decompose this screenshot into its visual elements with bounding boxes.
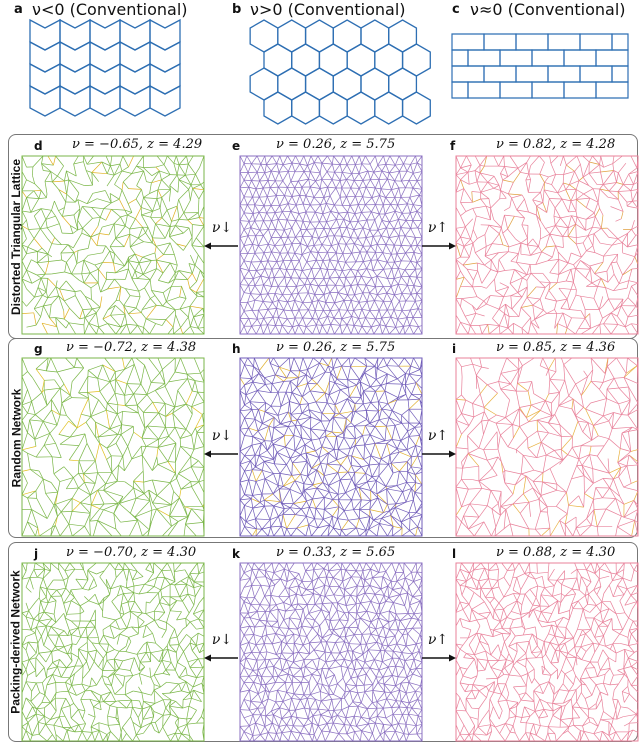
panel-letter-j: j — [34, 547, 39, 561]
panel-title-d: ν = −0.65, z = 4.29 — [72, 137, 203, 152]
panel-letter-g: g — [34, 342, 43, 356]
left-arrow-icon — [204, 654, 238, 662]
arrow-label-left-row1: ν↓ — [211, 220, 233, 236]
right-arrow-icon — [422, 450, 456, 458]
panel-letter-e: e — [232, 139, 241, 153]
left-arrow-icon — [204, 450, 238, 458]
panel-title-g: ν = −0.72, z = 4.38 — [66, 340, 197, 355]
right-arrow-icon — [422, 654, 456, 662]
row-label-text: Distorted Triangular Lattice — [9, 158, 23, 315]
network-i — [455, 357, 639, 537]
panel-letter-l: l — [452, 547, 457, 561]
arrow-left-row3: ν↓ — [204, 632, 240, 672]
panel-letter-d: d — [34, 139, 43, 153]
panel-title-c: ν≈0 (Conventional) — [470, 0, 626, 19]
panel-letter-c: c — [452, 2, 460, 17]
right-arrow-icon — [422, 242, 456, 250]
network-d — [21, 155, 205, 335]
network-l — [455, 562, 639, 742]
arrow-label-left-row3: ν↓ — [211, 632, 233, 648]
arrow-left-row2: ν↓ — [204, 428, 240, 468]
panel-letter-k: k — [232, 547, 240, 561]
network-e — [239, 155, 423, 335]
network-h — [239, 357, 423, 537]
panel-letter-f: f — [450, 139, 456, 153]
panel-title-j: ν = −0.70, z = 4.30 — [66, 545, 197, 560]
panel-letter-h: h — [232, 342, 241, 356]
arrow-label-right-row1: ν↑ — [427, 220, 449, 236]
panel-title-h: ν = 0.26, z = 5.75 — [276, 340, 396, 355]
network-g — [21, 357, 205, 537]
brick-pattern — [451, 33, 629, 99]
arrow-left-row1: ν↓ — [204, 220, 240, 260]
row-label-text: Packing-derived Network — [9, 570, 24, 714]
reentrant-pattern — [29, 18, 181, 117]
arrow-right-row3: ν↑ — [420, 632, 456, 672]
network-f — [455, 155, 639, 335]
arrow-label-right-row3: ν↑ — [427, 632, 449, 648]
arrow-right-row2: ν↑ — [420, 428, 456, 468]
panel-letter-i: i — [452, 342, 457, 356]
arrow-label-right-row2: ν↑ — [427, 428, 449, 444]
panel-title-i: ν = 0.85, z = 4.36 — [496, 340, 616, 355]
panel-letter-b: b — [232, 2, 242, 17]
network-j — [21, 562, 205, 742]
arrow-right-row1: ν↑ — [420, 220, 456, 260]
panel-letter-a: a — [14, 2, 23, 17]
hexagonal-pattern — [249, 19, 431, 125]
panel-title-k: ν = 0.33, z = 5.65 — [276, 545, 396, 560]
panel-title-a: ν<0 (Conventional) — [32, 0, 188, 19]
arrow-label-left-row2: ν↓ — [211, 428, 233, 444]
network-k — [239, 562, 423, 742]
panel-title-b: ν>0 (Conventional) — [250, 0, 406, 19]
panel-title-e: ν = 0.26, z = 5.75 — [276, 137, 396, 152]
row-label-text: Random Network — [9, 388, 23, 488]
left-arrow-icon — [204, 242, 238, 250]
panel-title-l: ν = 0.88, z = 4.30 — [496, 545, 616, 560]
panel-title-f: ν = 0.82, z = 4.28 — [496, 137, 616, 152]
